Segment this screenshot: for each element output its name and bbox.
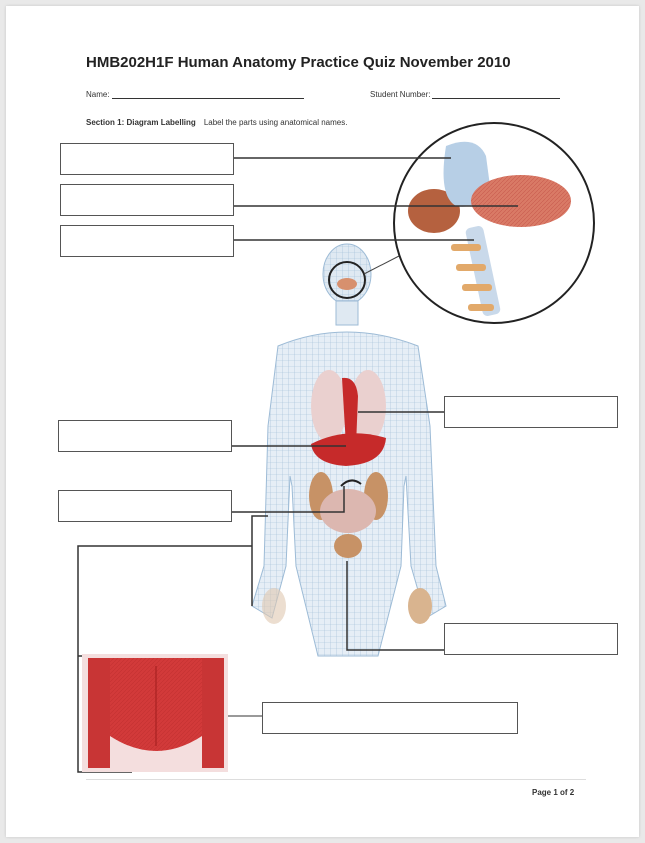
- page-number: Page 1 of 2: [532, 788, 574, 797]
- answer-box-left-liver[interactable]: [58, 420, 232, 452]
- answer-box-brain-mid[interactable]: [60, 184, 234, 216]
- gluteal-muscle-image: [82, 654, 228, 772]
- answer-box-brain-top[interactable]: [60, 143, 234, 175]
- footer-rule: [86, 779, 586, 780]
- answer-box-brain-bottom[interactable]: [60, 225, 234, 257]
- answer-box-muscle[interactable]: [262, 702, 518, 734]
- answer-box-right-upper[interactable]: [444, 396, 618, 428]
- answer-box-left-stomach[interactable]: [58, 490, 232, 522]
- brain-zoom: [394, 123, 594, 323]
- answer-box-right-lower[interactable]: [444, 623, 618, 655]
- quiz-page: HMB202H1F Human Anatomy Practice Quiz No…: [6, 6, 639, 837]
